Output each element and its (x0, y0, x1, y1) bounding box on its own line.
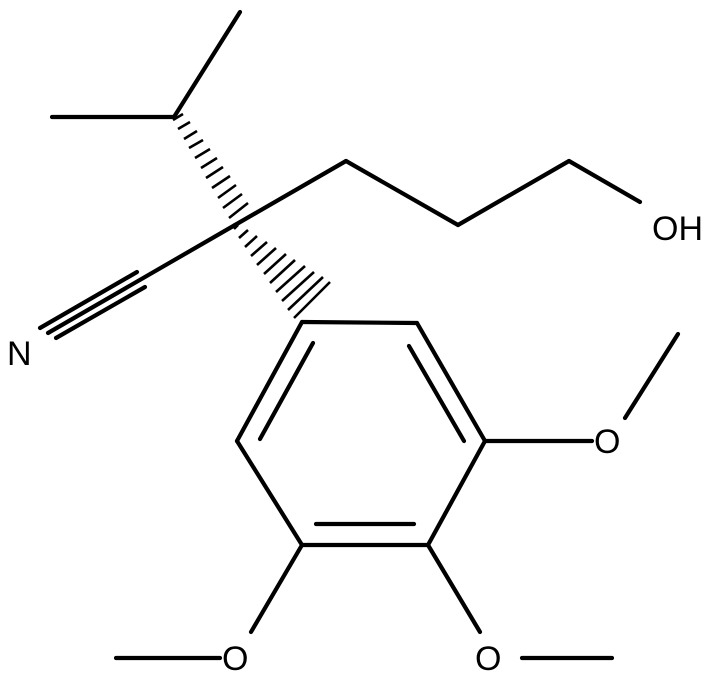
ring-bond-3 (425, 438, 488, 548)
benzene-ring (234, 319, 488, 548)
hydroxyl-label: OH (652, 210, 703, 248)
hashed-wedge-isopropyl (172, 112, 249, 220)
ring-bond-2-inner (406, 343, 467, 444)
bond-o-methyl-top (622, 331, 681, 421)
ring-bond-5 (234, 438, 305, 548)
bond-ring-o-bottom-left (248, 542, 305, 635)
ring-bond-6 (234, 319, 305, 444)
methoxy-groups (113, 331, 681, 661)
bond-isopropyl-methyl-top (171, 9, 243, 120)
bond-c4-c5 (455, 158, 572, 228)
methoxy-oxygen-bottom-right-label: O (475, 640, 501, 678)
ring-bond-6-inner (257, 340, 316, 442)
bond-c3-c4 (343, 158, 461, 228)
bond-nitrile-triple-2 (37, 269, 140, 331)
bond-ring-o-bottom-right (425, 542, 483, 635)
bond-nitrile-triple-1 (45, 222, 238, 336)
ring-bond-1 (299, 319, 420, 326)
methoxy-oxygen-bottom-left-label: O (222, 640, 248, 678)
hydroxypropyl-chain (232, 158, 643, 228)
ring-bond-2 (414, 320, 488, 444)
bond-nitrile-triple-3 (53, 284, 148, 341)
nitrile-nitrogen-label: N (7, 335, 32, 373)
nitrile-group (37, 222, 238, 341)
methoxy-oxygen-top-label: O (594, 423, 620, 461)
isopropyl-group (49, 9, 249, 220)
hashed-wedge-aryl (233, 224, 331, 319)
bond-c5-o (566, 158, 643, 205)
bond-c2-c3 (232, 158, 349, 228)
